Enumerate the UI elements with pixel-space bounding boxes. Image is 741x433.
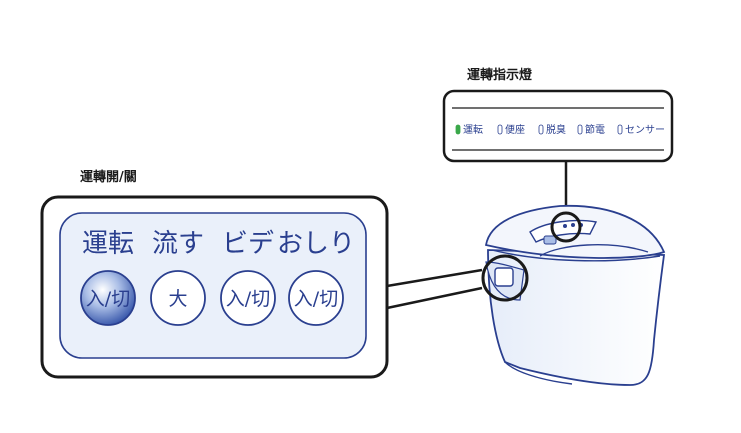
indicator-title: 運轉指示燈 — [467, 67, 533, 83]
panel-column: 流す大 — [150, 229, 206, 326]
panel-column-label: 流す — [152, 229, 204, 259]
panel-column-label: おしり — [277, 229, 355, 259]
panel-column-label: 運転 — [82, 229, 134, 259]
panel-button-circle[interactable] — [80, 270, 136, 326]
indicator-item: 節電 — [577, 123, 605, 136]
panel-button[interactable]: 入/切 — [80, 270, 136, 326]
indicator-label: 脱臭 — [546, 123, 566, 136]
panel-button-circle[interactable] — [220, 270, 276, 326]
indicator-item: 脱臭 — [538, 123, 566, 136]
panel-button[interactable]: 入/切 — [220, 270, 276, 326]
indicator-lamp — [497, 124, 503, 135]
panel-column-label: ビデ — [222, 229, 274, 259]
operation-title: 運轉開/關 — [80, 169, 137, 185]
indicator-label: 運転 — [463, 124, 483, 136]
indicator-lamp — [617, 124, 623, 135]
indicator-item: 運転 — [455, 124, 483, 136]
panel-column: 運転入/切 — [80, 229, 136, 326]
panel-column: ビデ入/切 — [220, 229, 276, 326]
indicator-callout: 運転 便座 脱臭 節電 センサー — [442, 89, 674, 163]
indicator-label: 節電 — [585, 123, 605, 136]
panel-button[interactable]: 入/切 — [288, 270, 344, 326]
indicator-lamp — [577, 124, 583, 135]
panel-button-circle[interactable] — [288, 270, 344, 326]
indicator-label: センサー — [625, 124, 665, 136]
panel-button-label: 入/切 — [226, 288, 270, 310]
indicator-lamp — [538, 124, 544, 135]
toilet-illustration — [481, 204, 666, 386]
panel-button-label: 入/切 — [86, 288, 130, 310]
panel-button-circle[interactable] — [150, 270, 206, 326]
indicator-item: センサー — [617, 124, 665, 136]
indicator-lamp — [455, 124, 461, 135]
panel-button[interactable]: 大 — [150, 270, 206, 326]
indicator-label: 便座 — [505, 123, 525, 136]
control-panel — [59, 212, 367, 359]
panel-button-label: 入/切 — [294, 288, 338, 310]
panel-button-label: 大 — [168, 288, 187, 310]
indicator-item: 便座 — [497, 123, 525, 136]
